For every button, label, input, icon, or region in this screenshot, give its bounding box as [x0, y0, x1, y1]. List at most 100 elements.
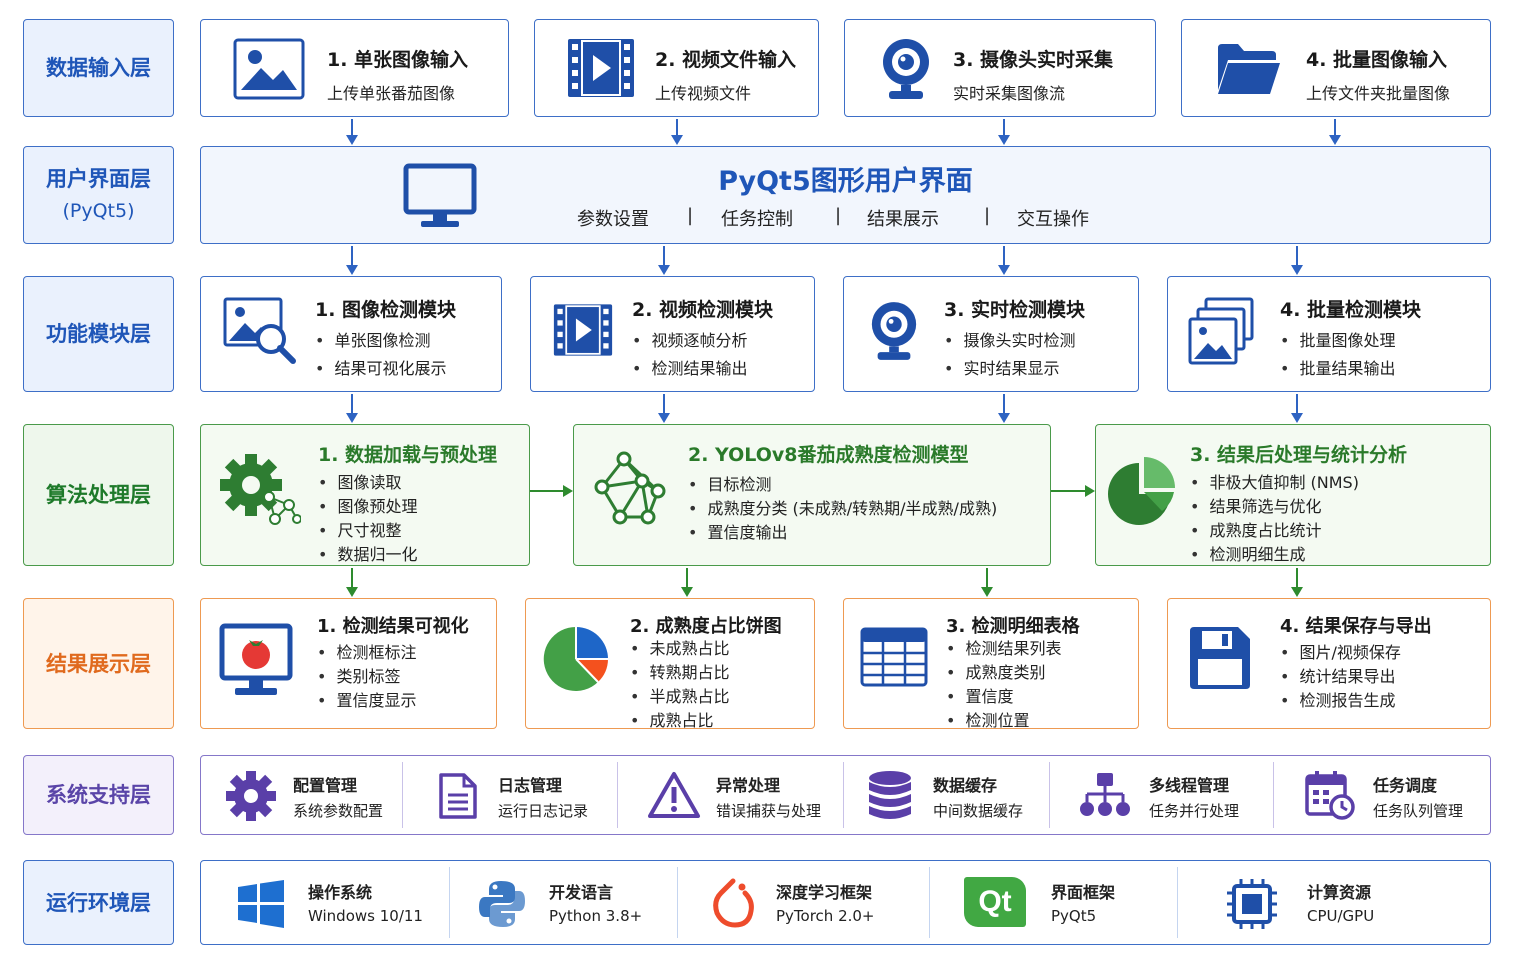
ui-item-task: 任务控制 — [721, 209, 793, 230]
ui-item-params: 参数设置 — [577, 209, 649, 230]
divider — [843, 762, 844, 828]
env-lang[interactable]: 开发语言 Python 3.8+ — [449, 861, 677, 944]
list-item: 非极大值抑制 (NMS) — [1190, 471, 1359, 495]
support-desc: 任务并行处理 — [1149, 802, 1240, 820]
module-card-video[interactable]: 2. 视频检测模块 视频逐帧分析 检测结果输出 — [530, 276, 815, 392]
arrow-down — [346, 568, 358, 597]
ui-item-result: 结果展示 — [867, 209, 939, 230]
algo-card-model[interactable]: 2. YOLOv8番茄成熟度检测模型 目标检测 成熟度分类 (未成熟/转熟期/半… — [573, 424, 1051, 566]
pie-chart-icon — [543, 626, 608, 691]
result-title: 1. 检测结果可视化 — [317, 616, 469, 637]
tomato-monitor-icon — [219, 623, 293, 695]
env-compute[interactable]: 计算资源 CPU/GPU — [1177, 861, 1492, 944]
list-item: 图像预处理 — [318, 495, 417, 519]
input-card-image[interactable]: 1. 单张图像输入 上传单张番茄图像 — [200, 19, 509, 117]
module-title: 1. 图像检测模块 — [315, 299, 457, 321]
result-card-export[interactable]: 4. 结果保存与导出 图片/视频保存 统计结果导出 检测报告生成 — [1167, 598, 1491, 729]
arrow-down — [998, 119, 1010, 145]
env-os[interactable]: 操作系统 Windows 10/11 — [201, 861, 449, 944]
env-panel: 操作系统 Windows 10/11 开发语言 Python 3.8+ 深度学习… — [200, 860, 1491, 945]
list-item: 转熟期占比 — [630, 661, 729, 685]
support-schedule[interactable]: 任务调度 任务队列管理 — [1273, 756, 1492, 834]
divider — [449, 867, 450, 938]
save-icon — [1190, 627, 1250, 689]
support-title: 多线程管理 — [1149, 776, 1230, 795]
algo-card-preprocess[interactable]: 1. 数据加载与预处理 图像读取 图像预处理 尺寸视整 数据归一化 — [200, 424, 530, 566]
arrow-down — [671, 119, 683, 145]
result-list: 检测框标注 类别标签 置信度显示 — [317, 641, 416, 713]
support-log[interactable]: 日志管理 运行日志记录 — [402, 756, 617, 834]
env-ui[interactable]: Qt 界面框架 PyQt5 — [929, 861, 1177, 944]
env-title: 深度学习框架 — [776, 883, 873, 902]
support-desc: 任务队列管理 — [1373, 802, 1464, 820]
support-title: 数据缓存 — [933, 776, 998, 795]
list-item: 检测报告生成 — [1280, 689, 1401, 713]
hierarchy-icon — [1080, 773, 1130, 816]
list-item: 检测明细生成 — [1190, 543, 1359, 567]
module-title: 2. 视频检测模块 — [632, 299, 774, 321]
support-cache[interactable]: 数据缓存 中间数据缓存 — [843, 756, 1049, 834]
list-item: 统计结果导出 — [1280, 665, 1401, 689]
divider — [677, 867, 678, 938]
neural-network-icon — [594, 451, 666, 525]
result-list: 检测结果列表 成熟度类别 置信度 检测位置 — [946, 637, 1061, 733]
input-title: 4. 批量图像输入 — [1306, 49, 1448, 71]
algo-card-postprocess[interactable]: 3. 结果后处理与统计分析 非极大值抑制 (NMS) 结果筛选与优化 成熟度占比… — [1095, 424, 1491, 566]
module-title: 3. 实时检测模块 — [944, 299, 1086, 321]
folder-icon — [1218, 44, 1280, 94]
arrow-down — [346, 394, 358, 423]
document-icon — [439, 773, 477, 819]
algo-title: 1. 数据加载与预处理 — [318, 444, 498, 466]
support-config[interactable]: 配置管理 系统参数配置 — [201, 756, 402, 834]
module-list: 视频逐帧分析 检测结果输出 — [632, 329, 747, 381]
layer-label-support: 系统支持层 — [23, 755, 174, 835]
result-card-pie[interactable]: 2. 成熟度占比饼图 未成熟占比 转熟期占比 半成熟占比 成熟占比 — [525, 598, 815, 730]
module-title: 4. 批量检测模块 — [1280, 299, 1422, 321]
support-desc: 运行日志记录 — [498, 802, 589, 820]
input-desc: 上传文件夹批量图像 — [1306, 84, 1451, 103]
divider — [929, 867, 930, 938]
ui-item-interact: 交互操作 — [1017, 209, 1089, 230]
list-item: 图像读取 — [318, 471, 417, 495]
algo-title: 3. 结果后处理与统计分析 — [1190, 444, 1408, 466]
gear-network-icon — [220, 454, 301, 525]
divider — [1049, 762, 1050, 828]
list-item: 半成熟占比 — [630, 685, 729, 709]
module-card-realtime[interactable]: 3. 实时检测模块 摄像头实时检测 实时结果显示 — [843, 276, 1139, 392]
env-desc: CPU/GPU — [1307, 907, 1375, 925]
calendar-clock-icon — [1305, 771, 1355, 820]
env-framework[interactable]: 深度学习框架 PyTorch 2.0+ — [677, 861, 929, 944]
video-icon — [568, 39, 634, 97]
list-item: 置信度显示 — [317, 689, 416, 713]
env-title: 界面框架 — [1051, 883, 1116, 902]
support-desc: 错误捕获与处理 — [716, 802, 822, 820]
input-card-video[interactable]: 2. 视频文件输入 上传视频文件 — [534, 19, 819, 117]
list-item: 成熟度占比统计 — [1190, 519, 1359, 543]
result-card-table[interactable]: 3. 检测明细表格 检测结果列表 成熟度类别 置信度 检测位置 — [843, 598, 1139, 730]
env-title: 操作系统 — [308, 883, 373, 902]
arrow-right — [1051, 485, 1095, 497]
support-title: 日志管理 — [498, 776, 563, 795]
input-card-camera[interactable]: 3. 摄像头实时采集 实时采集图像流 — [844, 19, 1156, 117]
arrow-down — [346, 119, 358, 145]
support-exception[interactable]: 异常处理 错误捕获与处理 — [617, 756, 843, 834]
list-item: 实时结果显示 — [944, 357, 1075, 381]
module-list: 批量图像处理 批量结果输出 — [1280, 329, 1395, 381]
input-title: 1. 单张图像输入 — [327, 49, 469, 71]
divider — [1273, 762, 1274, 828]
list-item: 批量结果输出 — [1280, 357, 1395, 381]
webcam-icon — [883, 39, 929, 99]
list-item: 尺寸视整 — [318, 519, 417, 543]
video-icon — [553, 304, 613, 356]
layer-label-algo: 算法处理层 — [23, 424, 174, 566]
result-card-visual[interactable]: 1. 检测结果可视化 检测框标注 类别标签 置信度显示 — [200, 598, 497, 729]
support-thread[interactable]: 多线程管理 任务并行处理 — [1049, 756, 1273, 834]
module-card-batch[interactable]: 4. 批量检测模块 批量图像处理 批量结果输出 — [1167, 276, 1491, 392]
result-title: 2. 成熟度占比饼图 — [630, 616, 782, 637]
module-card-image[interactable]: 1. 图像检测模块 单张图像检测 结果可视化展示 — [200, 276, 502, 392]
input-card-batch[interactable]: 4. 批量图像输入 上传文件夹批量图像 — [1181, 19, 1491, 117]
list-item: 置信度 — [946, 685, 1061, 709]
arrow-down — [981, 568, 993, 597]
support-desc: 中间数据缓存 — [933, 802, 1024, 820]
list-item: 成熟度类别 — [946, 661, 1061, 685]
